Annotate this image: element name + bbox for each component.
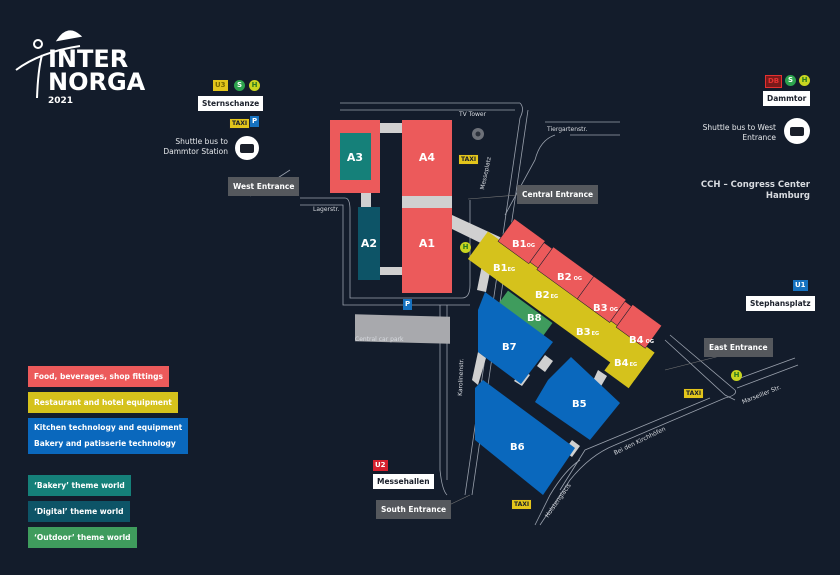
svg-text:B2EG: B2EG: [535, 290, 558, 301]
svg-text:Messeplatz: Messeplatz: [479, 156, 493, 190]
station-messehallen[interactable]: Messehallen: [373, 474, 434, 489]
svg-text:B1OG: B1OG: [512, 239, 535, 250]
station-stephansplatz[interactable]: Stephansplatz: [746, 296, 815, 311]
hall-a4-label: A4: [419, 151, 436, 164]
logo-year: 2021: [48, 96, 74, 106]
svg-text:B1EG: B1EG: [493, 263, 515, 274]
shuttle-east-text: Shuttle bus to West Entrance: [702, 123, 776, 142]
hall-a1[interactable]: [402, 208, 452, 293]
parking-icon: P: [403, 299, 413, 310]
svg-text:B6: B6: [510, 442, 525, 453]
taxi-badge: TAXI: [511, 499, 533, 510]
station-dammtor[interactable]: Dammtor: [763, 91, 811, 106]
bus-icon: [784, 118, 810, 144]
bus-stop-badge: H: [249, 80, 260, 91]
hall-a2[interactable]: [358, 207, 380, 280]
hall-b4-og[interactable]: [615, 304, 663, 349]
hall-a3[interactable]: [340, 133, 371, 180]
hall-b6[interactable]: [475, 380, 575, 495]
svg-text:Central car park: Central car park: [355, 336, 404, 343]
legend-restaurant: Restaurant and hotel equipment: [28, 392, 178, 413]
u2-line-badge: U2: [373, 460, 388, 471]
hall-a4[interactable]: [402, 120, 452, 196]
logo-figure: [15, 30, 83, 99]
svg-text:Holstenglacis: Holstenglacis: [544, 482, 573, 519]
legend-bakery: ‘Bakery’ theme world: [28, 475, 131, 496]
svg-text:B5: B5: [572, 399, 587, 410]
bus-stop-icon: H: [460, 242, 471, 253]
legend-food: Food, beverages, shop fittings: [28, 366, 169, 387]
svg-text:Bei den Kirchhöfen: Bei den Kirchhöfen: [613, 426, 667, 457]
u1-line-badge: U1: [793, 280, 808, 291]
bus-icon: [235, 136, 259, 160]
svg-text:B7: B7: [502, 342, 517, 353]
logo-line2: NORGA: [48, 68, 146, 96]
central-car-park: [355, 314, 450, 344]
logo-line1: INTER: [48, 45, 129, 73]
taxi-badge: TAXI: [229, 118, 251, 129]
hall-b-eg[interactable]: [467, 231, 655, 381]
east-entrance-label[interactable]: East Entrance: [704, 338, 773, 357]
hall-b7[interactable]: [478, 292, 553, 384]
svg-text:B4EG: B4EG: [614, 358, 637, 369]
svg-text:Lagerstr.: Lagerstr.: [313, 206, 339, 213]
svg-text:B3EG: B3EG: [576, 327, 599, 338]
hall-a1-label: A1: [419, 237, 435, 250]
hall-b5[interactable]: [535, 357, 620, 440]
taxi-badge: TAXI: [458, 154, 480, 165]
central-entrance-label[interactable]: Central Entrance: [517, 185, 599, 204]
bus-stop-badge: H: [799, 75, 810, 86]
s-bahn-badge: S: [234, 80, 245, 91]
s-bahn-badge: S: [785, 75, 796, 86]
hall-a2-label: A2: [361, 237, 377, 250]
legend-digital: ‘Digital’ theme world: [28, 501, 130, 522]
hall-a3-label: A3: [347, 151, 363, 164]
logo: INTER NORGA 2021: [48, 45, 146, 108]
svg-text:Karolinenstr.: Karolinenstr.: [457, 358, 465, 396]
db-badge: DB: [765, 75, 783, 88]
shuttle-west-text: Shuttle bus to Dammtor Station: [163, 137, 228, 156]
svg-text:B8: B8: [527, 313, 542, 324]
legend-kitchen: Kitchen technology and equipment Bakery …: [28, 418, 189, 454]
svg-text:Tiergartenstr.: Tiergartenstr.: [546, 126, 587, 133]
legend-kitchen-line2: Bakery and patisserie technology: [34, 439, 176, 448]
svg-text:Marseiller Str.: Marseiller Str.: [741, 384, 782, 406]
svg-text:TV Tower: TV Tower: [458, 111, 487, 118]
u3-line-badge: U3: [213, 80, 228, 91]
legend-kitchen-line1: Kitchen technology and equipment: [34, 423, 183, 432]
station-sternschanze[interactable]: Sternschanze: [198, 96, 264, 111]
south-entrance-label[interactable]: South Entrance: [376, 500, 452, 519]
parking-icon: P: [250, 116, 260, 127]
bus-stop-icon: H: [731, 370, 742, 381]
legend-outdoor: ‘Outdoor’ theme world: [28, 527, 137, 548]
west-entrance-label[interactable]: West Entrance: [228, 177, 300, 196]
cch-label: CCH – Congress Center Hamburg: [700, 180, 810, 201]
taxi-badge: TAXI: [683, 388, 705, 399]
